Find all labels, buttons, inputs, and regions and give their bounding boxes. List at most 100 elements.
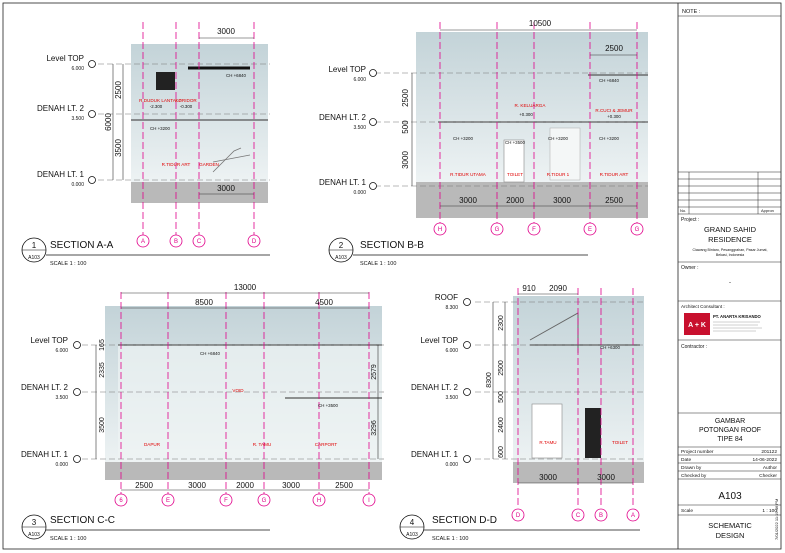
- section-4-scale: SCALE 1 : 100: [432, 536, 468, 542]
- bb-ch-4: CH +3200: [548, 136, 568, 141]
- bb-level-lt2-value: 3.500: [353, 125, 366, 131]
- bb-grid-g2: G: [635, 227, 640, 233]
- dd-level-top: Level TOP: [420, 336, 458, 345]
- aa-room-garden: GARDEN: [199, 162, 219, 167]
- section-title-3: 3 A103 SECTION C-C SCALE 1 : 100: [21, 514, 270, 542]
- bb-dim-v2: 500: [401, 120, 410, 134]
- meta-drawn-by-label: Drawn by: [681, 465, 702, 471]
- project-address-2: Bekasi, Indonesia: [716, 253, 744, 257]
- rev-appr-label: Appron: [761, 208, 774, 213]
- bb-level-top: Level TOP: [328, 65, 366, 74]
- cc-dim-bottom-4: 3000: [282, 481, 300, 490]
- aa-dim-bottom: 3000: [217, 184, 235, 193]
- dd-room-toilet: TOILET: [612, 440, 628, 445]
- cc-room-carport: CARPORT: [315, 442, 338, 447]
- cc-grid-1: 6: [119, 498, 123, 504]
- section-3-scale: SCALE 1 : 100: [50, 536, 86, 542]
- cc-dim-top-b: 4500: [315, 298, 333, 307]
- section-title-1: 1 A103 SECTION A-A SCALE 1 : 100: [21, 237, 270, 267]
- cc-level-lt2-value: 3.500: [55, 395, 68, 401]
- aa-grid-bubbles: [136, 234, 261, 248]
- cc-dim-bottom-2: 3000: [188, 481, 206, 490]
- drawing-title-3: TIPE 84: [717, 436, 742, 443]
- aa-dim-top: 3000: [217, 27, 235, 36]
- dd-level-lt2: DENAH LT. 2: [411, 383, 459, 392]
- aa-level-top-value: 6.000: [71, 66, 84, 72]
- aa-ground: [131, 182, 268, 203]
- print-timestamp: 7/01/2022 11:19:46 PM: [774, 499, 779, 540]
- dd-dim-v4: 2400: [498, 417, 505, 433]
- dd-dim-v1: 2300: [498, 315, 505, 331]
- aa-dim-v3: 6000: [104, 113, 113, 131]
- section-4-number: 4: [410, 518, 415, 527]
- cc-room-void: VOID: [232, 388, 244, 393]
- meta-table: [678, 454, 781, 480]
- bb-level-top-value: 6.000: [353, 77, 366, 83]
- meta-drawn-by: Author: [763, 465, 778, 471]
- section-2-title: SECTION B-B: [360, 240, 424, 251]
- meta-project-number-label: Project number: [681, 449, 714, 455]
- revision-table: [678, 171, 781, 215]
- bb-room-toilet: TOILET: [507, 172, 523, 177]
- consultant-label: Architect Consultant :: [681, 304, 725, 309]
- bb-dim-top: 10500: [529, 19, 552, 28]
- cc-dim-top: 13000: [234, 283, 257, 292]
- dd-dim-v2: 2500: [498, 360, 505, 376]
- bb-room-tidur-1: R.TIDUR 1: [547, 172, 570, 177]
- aa-ch-3: -0.300: [180, 104, 193, 109]
- cc-dim-bottom-1: 2500: [135, 481, 153, 490]
- aa-ch-1: CH +6840: [226, 73, 246, 78]
- cc-ground: [105, 462, 382, 480]
- cc-dim-vr-1: 2579: [371, 364, 378, 380]
- dd-dim-top-b: 2090: [549, 284, 567, 293]
- aa-ch-4: -2.300: [150, 104, 163, 109]
- dd-level-lt2-value: 3.500: [445, 395, 458, 401]
- bb-level-lt2: DENAH LT. 2: [319, 113, 367, 122]
- cc-grid-2: E: [166, 498, 170, 504]
- dd-dim-bottom-1: 3000: [539, 473, 557, 482]
- bb-dim-bottom-3: 3000: [553, 196, 571, 205]
- dd-grid-a: A: [631, 513, 635, 519]
- section-4-title: SECTION D-D: [432, 515, 497, 526]
- project-label: Project :: [681, 217, 699, 223]
- section-1-scale: SCALE 1 : 100: [50, 261, 86, 267]
- dd-level-lt1: DENAH LT. 1: [411, 450, 459, 459]
- cc-dim-vl-3: 3500: [99, 417, 106, 433]
- dd-level-roof: ROOF: [435, 293, 458, 302]
- section-c-c: 6 E F G H I 13000 8500 4500 2500 3000 20…: [21, 283, 384, 507]
- cc-level-lt2: DENAH LT. 2: [21, 383, 69, 392]
- aa-room-koridor: KORIDOR: [175, 98, 197, 103]
- aa-dim-v1: 2500: [114, 81, 123, 99]
- note-label: NOTE :: [682, 9, 701, 15]
- bb-dim-bottom-2: 2000: [506, 196, 524, 205]
- cc-level-lt1: DENAH LT. 1: [21, 450, 69, 459]
- cc-level-lt1-value: 0.000: [55, 462, 68, 468]
- aa-level-lt1: DENAH LT. 1: [37, 170, 85, 179]
- dd-dim-v3: 500: [498, 391, 505, 403]
- dd-room-tamu: R.TAMU: [539, 440, 556, 445]
- bb-ch-7: +0.300: [607, 114, 621, 119]
- sheet-number: A103: [718, 491, 742, 502]
- section-3-ref: A103: [28, 532, 40, 538]
- dd-ch-1: CH +6300: [600, 345, 620, 350]
- dd-dim-bottom-2: 3000: [597, 473, 615, 482]
- section-b-b: H G F E G 10500 2500 3000 2000 3000 2500…: [319, 19, 648, 236]
- bb-building-fill: [416, 32, 648, 184]
- aa-room-tidur-art: R.TIDUR ART: [162, 162, 191, 167]
- consultant-logo-box: [684, 313, 710, 335]
- scale-label: Scale: [681, 508, 693, 514]
- bb-dim-v3: 3000: [401, 151, 410, 169]
- owner-value: -: [729, 280, 731, 286]
- dd-grid-b: B: [599, 513, 603, 519]
- cc-ch-2: CH +3500: [318, 403, 338, 408]
- bb-grid-g: G: [495, 227, 500, 233]
- aa-stair: [212, 147, 251, 173]
- aa-grid-a: A: [141, 239, 145, 245]
- bb-grid-h: H: [438, 227, 442, 233]
- cc-grid-3: F: [224, 498, 228, 504]
- aa-dim-v2: 3500: [114, 139, 123, 157]
- section-2-number: 2: [339, 241, 344, 250]
- aa-level-lt1-value: 0.000: [71, 182, 84, 188]
